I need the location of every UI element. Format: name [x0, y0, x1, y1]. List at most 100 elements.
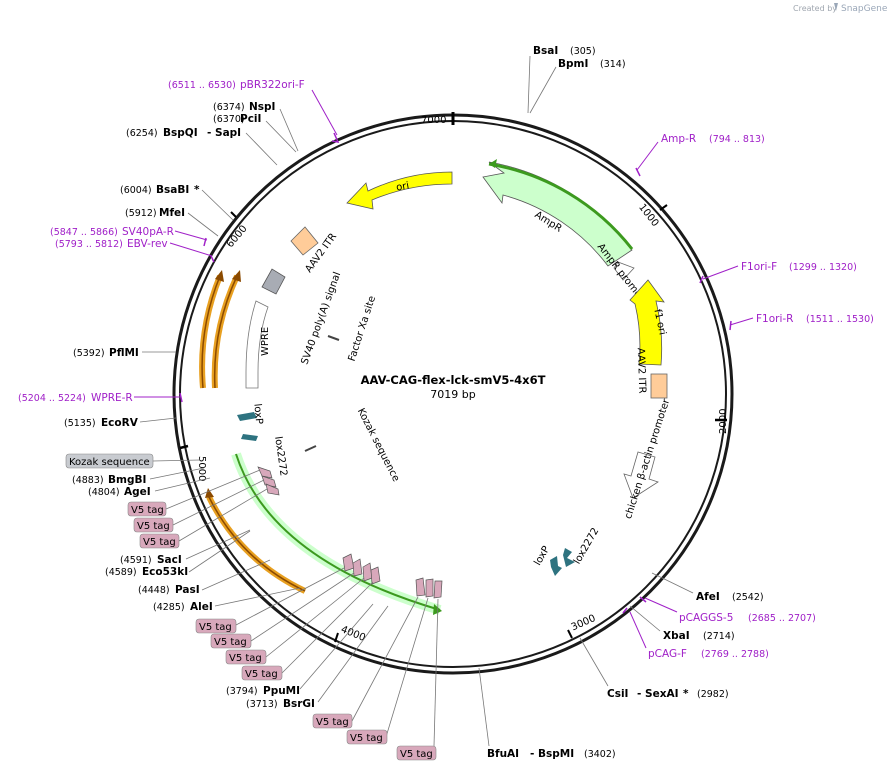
svg-text:PciI: PciI [240, 113, 261, 125]
v5-tag-box-5[interactable]: V5 tag [210, 572, 355, 649]
svg-text:(5135): (5135) [64, 418, 96, 429]
lox2272-left-feature [241, 434, 258, 441]
svg-text:(3713): (3713) [246, 699, 278, 710]
enzyme-bspqi[interactable]: (6254) BspQI - SapI [126, 127, 278, 166]
svg-text:Amp-R: Amp-R [661, 133, 696, 145]
aav2-itr-right-feature [650, 373, 668, 399]
f1-ori-label: f1 ori [651, 308, 667, 336]
svg-text:(1511 .. 1530): (1511 .. 1530) [806, 314, 874, 325]
loxp-right-feature [550, 556, 562, 576]
v5-tag-box-8[interactable]: V5 tag [312, 596, 419, 729]
tick-7000-label: 7000 [421, 115, 446, 126]
enzyme-pflmi[interactable]: (5392) PflMI [73, 347, 176, 359]
v5-tag-box-6[interactable]: V5 tag [225, 577, 365, 665]
enzyme-ppumi[interactable]: (3794) PpuMI [226, 603, 374, 697]
svg-text:(4804): (4804) [88, 487, 120, 498]
svg-text:CsiI: CsiI [607, 688, 628, 700]
primer-pcaggs-5[interactable]: pCAGGS-5 (2685 .. 2707) [639, 596, 816, 624]
svg-text:(5204 .. 5224): (5204 .. 5224) [18, 393, 86, 404]
enzyme-csii[interactable]: CsiI - SexAI * (2982) [579, 637, 729, 700]
svg-text:Eco53kI: Eco53kI [142, 566, 188, 578]
svg-text:F1ori-F: F1ori-F [741, 261, 777, 273]
enzyme-xbai[interactable]: XbaI (2714) [629, 605, 735, 642]
v5-tag-box-9[interactable]: V5 tag [346, 597, 429, 745]
primer-wpre-r[interactable]: (5204 .. 5224) WPRE-R [18, 392, 183, 404]
ampr-orf-arrow [489, 159, 497, 168]
svg-text:(4285): (4285) [153, 602, 185, 613]
svg-text:(314): (314) [600, 59, 626, 70]
lox2272-right-label: lox2272 [572, 526, 602, 566]
plasmid-name: AAV-CAG-flex-lck-smV5-4x6T [361, 373, 546, 387]
svg-text:V5 tag: V5 tag [131, 505, 164, 516]
primer-amp-r[interactable]: Amp-R (794 .. 813) [635, 133, 765, 177]
svg-text:(2769 .. 2788): (2769 .. 2788) [701, 649, 769, 660]
chicken-promoter-feature [623, 451, 659, 499]
enzyme-bsai[interactable]: BsaI (305) [527, 45, 596, 114]
svg-text:(1299 .. 1320): (1299 .. 1320) [789, 262, 857, 273]
enzyme-ecorv[interactable]: (5135) EcoRV [64, 417, 177, 429]
enzyme-pcii[interactable]: (6370) PciI [213, 113, 297, 153]
v5-tag-box-1[interactable]: V5 tag [127, 469, 261, 517]
enzyme-bpmi[interactable]: BpmI (314) [529, 58, 626, 114]
aav2-itr-left-feature [290, 226, 319, 256]
enzyme-bfuai[interactable]: BfuAI - BspMI (3402) [478, 667, 616, 760]
tick-1000-label: 1000 [636, 202, 660, 229]
enzyme-bsabi[interactable]: (6004) BsaBI * [120, 184, 234, 221]
primer-f1ori-r[interactable]: F1ori-R (1511 .. 1530) [729, 313, 874, 331]
kozak-sequence-box[interactable]: Kozak sequence [65, 453, 201, 469]
factor-xa-mark [327, 335, 340, 341]
wpre-label: WPRE [260, 327, 271, 356]
svg-text:PasI: PasI [175, 584, 200, 596]
enzyme-bmgbi[interactable]: (4883) BmgBI [72, 467, 205, 486]
svg-text:pCAGGS-5: pCAGGS-5 [679, 612, 733, 624]
svg-text:(305): (305) [570, 46, 596, 57]
enzyme-agei[interactable]: (4804) AgeI [88, 477, 211, 498]
lox2272-right-feature [563, 548, 575, 567]
svg-text:PflMI: PflMI [109, 347, 139, 359]
v5-tag-box-2[interactable]: V5 tag [133, 479, 265, 533]
svg-text:V5 tag: V5 tag [143, 537, 176, 548]
enzyme-bsrgi[interactable]: (3713) BsrGI [246, 605, 389, 710]
primer-pcag-f[interactable]: pCAG-F (2769 .. 2788) [622, 607, 769, 660]
svg-text:(6511 .. 6530): (6511 .. 6530) [168, 80, 236, 91]
primer-ebv-rev[interactable]: (5793 .. 5812) EBV-rev [55, 238, 215, 263]
svg-text:V5 tag: V5 tag [400, 749, 433, 760]
primer-f1ori-f[interactable]: F1ori-F (1299 .. 1320) [699, 261, 857, 284]
enzyme-nspi[interactable]: (6374) NspI [213, 101, 299, 152]
svg-text:pBR322ori-F: pBR322ori-F [240, 79, 305, 91]
svg-text:(794 .. 813): (794 .. 813) [709, 134, 765, 145]
svg-text:BpmI: BpmI [558, 58, 588, 70]
svg-text:(6004): (6004) [120, 185, 152, 196]
enzyme-pasi[interactable]: (4448) PasI [138, 559, 271, 596]
v5-tag-box-4[interactable]: V5 tag [195, 567, 345, 634]
enzyme-eco53ki[interactable]: (4589) Eco53kI [105, 530, 251, 578]
svg-text:NspI: NspI [249, 101, 275, 113]
primer-sv40pa-r[interactable]: (5847 .. 5866) SV40pA-R [50, 226, 208, 247]
svg-text:AfeI: AfeI [696, 591, 720, 603]
sv40-marker-feature [261, 268, 286, 295]
snapgene-brand-text: SnapGene [841, 4, 888, 14]
chicken-promoter-label: chicken β-actin promoter [623, 397, 673, 521]
v5-tag-box-3[interactable]: V5 tag [139, 488, 268, 549]
svg-text:MfeI: MfeI [159, 207, 185, 219]
svg-text:WPRE-R: WPRE-R [91, 392, 133, 404]
v5-tag-box-7[interactable]: V5 tag [241, 581, 374, 681]
ampr-orf-line [488, 162, 634, 250]
v5-glyph-cluster-1 [257, 466, 280, 496]
svg-text:(5912): (5912) [125, 208, 157, 219]
svg-text:V5 tag: V5 tag [229, 653, 262, 664]
svg-text:(5847 .. 5866): (5847 .. 5866) [50, 227, 118, 238]
svg-text:BfuAI: BfuAI [487, 748, 519, 760]
enzyme-mfei[interactable]: (5912) MfeI [125, 207, 219, 237]
created-by-text: Created by [793, 4, 837, 13]
svg-text:PpuMI: PpuMI [263, 685, 300, 697]
tick-3000-label: 3000 [570, 613, 598, 633]
enzyme-afei[interactable]: AfeI (2542) [651, 572, 764, 603]
v5-tag-box-10[interactable]: V5 tag [396, 598, 439, 761]
enzyme-alei[interactable]: (4285) AleI [153, 587, 301, 613]
enzyme-saci[interactable]: (4591) SacI [120, 529, 251, 566]
svg-text:*: * [683, 688, 689, 700]
primer-pbr322ori-f[interactable]: (6511 .. 6530) pBR322ori-F [168, 79, 340, 143]
svg-text:(2714): (2714) [703, 631, 735, 642]
